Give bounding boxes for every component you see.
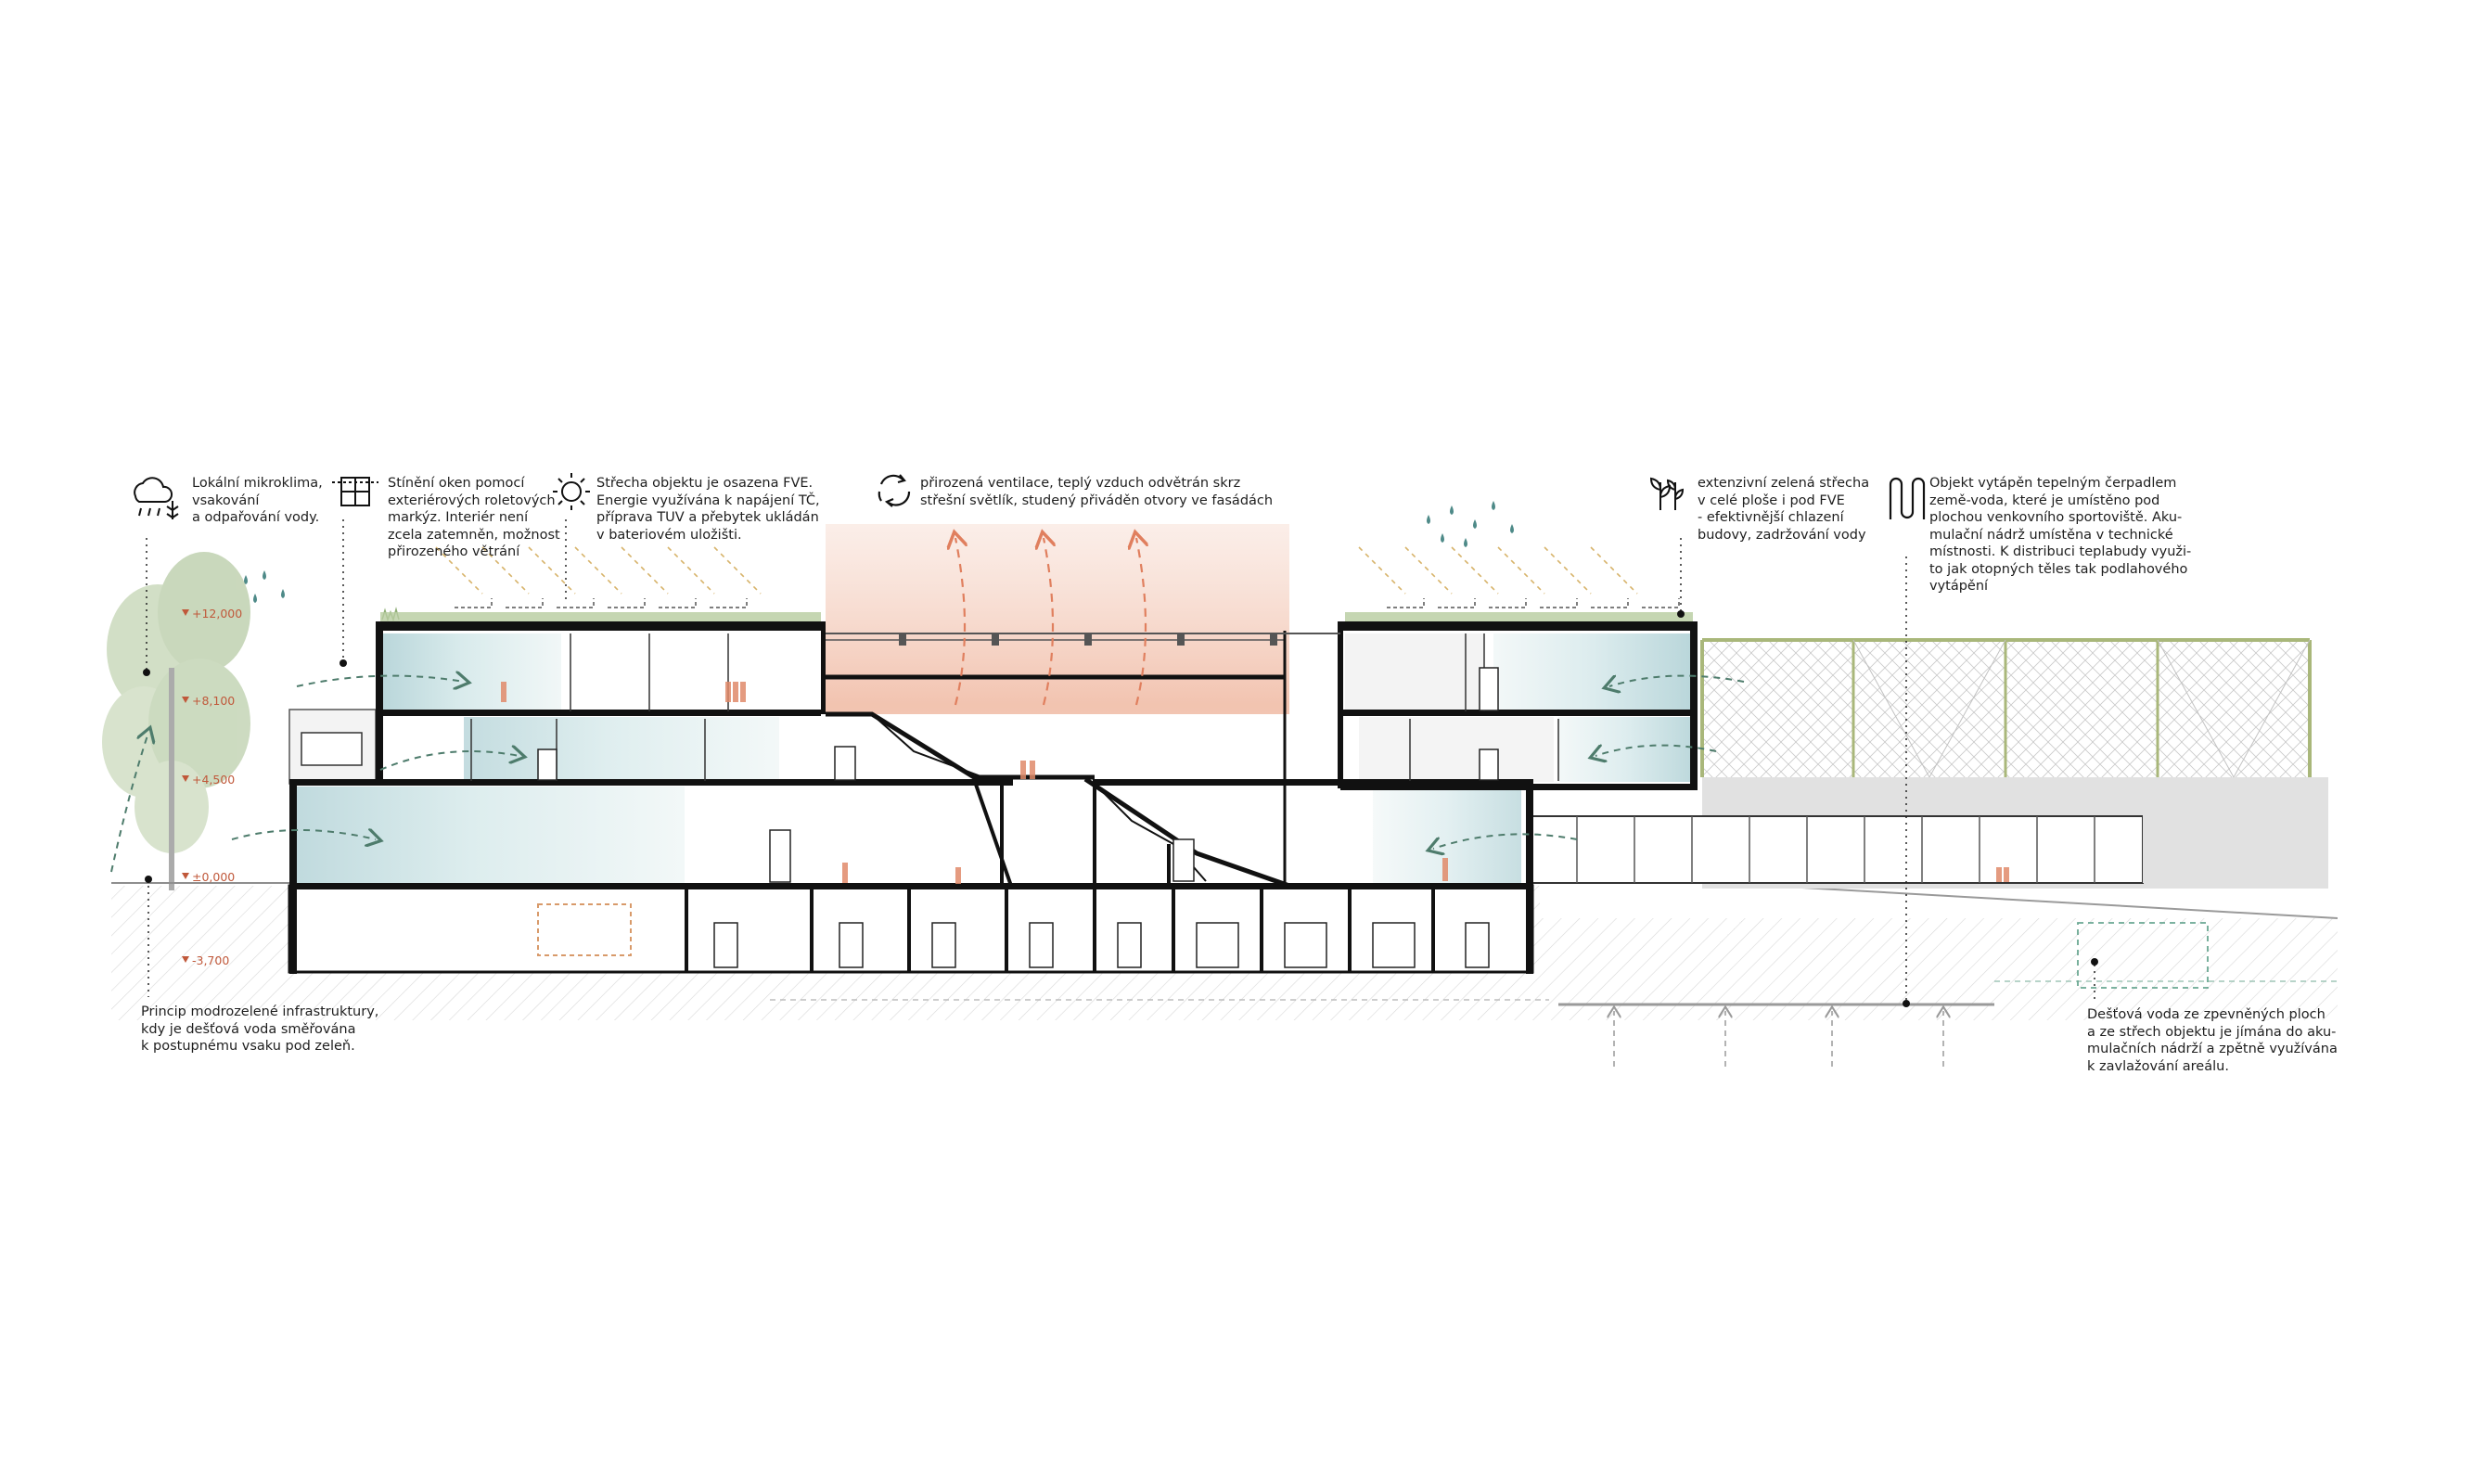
level-markers: +12,000 +8,100 +4,500 ±0,000 -3,700 [182, 607, 242, 967]
plant-icon [1649, 477, 1685, 510]
tree-vegetation [102, 552, 250, 890]
sports-field-fence [1520, 638, 2328, 889]
note-shading: Stínění oken pomocí exteriérových roleto… [388, 476, 560, 559]
note-ventilation: přirozená ventilace, teplý vzduch odvětr… [920, 476, 1274, 508]
leader-lines [146, 519, 2095, 1002]
people-figures [501, 682, 2009, 884]
geothermal-arrows [1614, 1011, 1943, 1067]
note-microclimate: Lokální mikroklima, vsakování a odpařová… [192, 476, 323, 525]
building-section [244, 501, 1698, 974]
level-plus-12000: +12,000 [192, 607, 242, 620]
level-minus-3700: -3,700 [192, 953, 229, 967]
heat-coil-icon [1889, 477, 1926, 519]
rainwater-tank [2077, 922, 2209, 989]
level-plus-4500: +4,500 [192, 773, 235, 787]
level-plus-8100: +8,100 [192, 694, 235, 708]
level-zero: ±0,000 [192, 870, 235, 884]
note-heat-pump: Objekt vytápěn tepelným čerpadlem země-v… [1929, 476, 2192, 594]
sun-icon [553, 473, 590, 510]
note-pv-roof: Střecha objektu je osazena FVE. Energie … [596, 476, 820, 543]
window-blind-icon [332, 477, 378, 506]
rain-cloud-icon [134, 477, 179, 519]
warm-air-flows [955, 538, 1146, 706]
note-blue-infrastructure: Princip modrozelené infrastruktury, kdy … [141, 1004, 379, 1054]
note-green-roof: extenzivní zelená střecha v celé ploše i… [1698, 476, 1870, 543]
recycle-arrows-icon [878, 474, 911, 507]
cool-air-flows [110, 676, 1745, 873]
note-rainwater: Dešťová voda ze zpevněných ploch a ze st… [2087, 1007, 2338, 1074]
